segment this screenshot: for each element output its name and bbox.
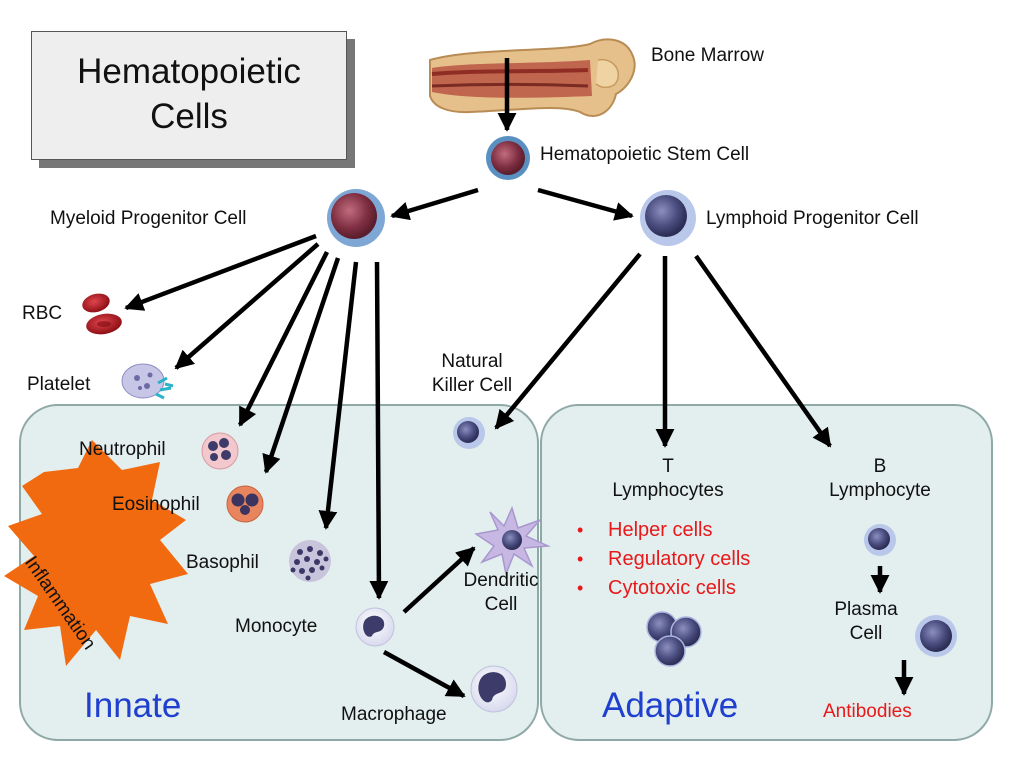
nk-label-line-1: Natural bbox=[441, 351, 503, 372]
adaptive-region bbox=[540, 404, 993, 741]
inflammation-starburst bbox=[4, 440, 188, 666]
rbc-label: RBC bbox=[22, 303, 63, 324]
dendritic-label: Dendritic Cell bbox=[446, 569, 556, 617]
arrow-monocyte-to-macrophage bbox=[382, 650, 466, 698]
myeloid-progenitor-graphic bbox=[327, 189, 385, 247]
adaptive-region-title: Adaptive bbox=[602, 686, 739, 725]
dendritic-cell-graphic bbox=[474, 505, 551, 577]
nk-cell-graphic bbox=[453, 417, 485, 449]
arrow-myeloid-to-neutrophil bbox=[237, 250, 330, 427]
platelet-label: Platelet bbox=[27, 374, 91, 395]
t-cells-graphic bbox=[646, 611, 702, 667]
eosinophil-label: Eosinophil bbox=[112, 494, 200, 515]
macrophage-label: Macrophage bbox=[341, 704, 447, 725]
stem-cell-graphic bbox=[486, 136, 530, 180]
basophil-label: Basophil bbox=[186, 552, 259, 573]
flow-arrows bbox=[124, 58, 914, 698]
arrow-monocyte-to-dendritic bbox=[402, 546, 476, 614]
arrow-myeloid-to-eosinophil bbox=[262, 257, 341, 474]
plasma-label-line-1: Plasma bbox=[834, 599, 898, 620]
title-line-1: Hematopoietic bbox=[77, 52, 301, 91]
arrow-lymphoid-to-b bbox=[694, 254, 832, 448]
list-item: Cytotoxic cells bbox=[573, 574, 750, 603]
bone-marrow-label: Bone Marrow bbox=[651, 45, 764, 66]
neutrophil-label: Neutrophil bbox=[79, 439, 166, 460]
arrow-myeloid-to-monocyte bbox=[369, 261, 389, 600]
plasma-label-line-2: Cell bbox=[849, 622, 883, 644]
page-title: Hematopoietic Cells bbox=[32, 50, 346, 140]
lymphoid-progenitor-graphic bbox=[640, 190, 696, 246]
basophil-graphic bbox=[289, 540, 331, 582]
arrow-lymphoid-to-nk bbox=[494, 252, 642, 430]
b-label-line-2: Lymphocyte bbox=[829, 479, 931, 501]
dendritic-label-line-1: Dendritic bbox=[463, 570, 539, 591]
list-item: Helper cells bbox=[573, 516, 750, 545]
antibodies-label: Antibodies bbox=[823, 701, 912, 722]
plasma-cell-graphic bbox=[915, 615, 957, 657]
arrow-myeloid-to-rbc bbox=[124, 233, 317, 311]
nk-label-line-2: Killer Cell bbox=[431, 374, 513, 396]
macrophage-graphic bbox=[470, 665, 518, 713]
eosinophil-graphic bbox=[226, 485, 264, 523]
nk-label: Natural Killer Cell bbox=[412, 350, 532, 398]
title-line-2: Cells bbox=[150, 96, 228, 136]
arrow-myeloid-to-basophil bbox=[318, 261, 359, 530]
platelet-graphic bbox=[121, 363, 174, 400]
bone-marrow-illustration bbox=[429, 38, 636, 117]
rbc-graphic bbox=[82, 293, 122, 335]
b-lymphocyte-label: B Lymphocyte bbox=[805, 455, 955, 503]
arrow-myeloid-to-platelet bbox=[174, 242, 320, 370]
monocyte-label: Monocyte bbox=[235, 616, 318, 637]
b-lymphocyte-graphic bbox=[864, 524, 896, 556]
list-item: Regulatory cells bbox=[573, 545, 750, 574]
dendritic-label-line-2: Cell bbox=[484, 593, 518, 615]
lymphoid-label: Lymphoid Progenitor Cell bbox=[706, 208, 919, 229]
monocyte-graphic bbox=[355, 607, 395, 647]
t-label-line-1: T bbox=[662, 456, 674, 477]
t-cell-types-list: Helper cells Regulatory cells Cytotoxic … bbox=[573, 516, 750, 603]
b-label-line-1: B bbox=[873, 456, 887, 477]
stem-cell-label: Hematopoietic Stem Cell bbox=[540, 144, 750, 165]
arrow-stem-to-lymphoid bbox=[537, 187, 634, 221]
myeloid-label: Myeloid Progenitor Cell bbox=[50, 208, 247, 229]
arrow-stem-to-myeloid bbox=[390, 187, 479, 221]
innate-region-title: Innate bbox=[84, 686, 182, 725]
t-label-line-2: Lymphocytes bbox=[612, 479, 724, 501]
neutrophil-graphic bbox=[201, 432, 239, 470]
plasma-cell-label: Plasma Cell bbox=[826, 598, 906, 646]
title-box: Hematopoietic Cells bbox=[31, 31, 347, 160]
t-lymphocytes-label: T Lymphocytes bbox=[588, 455, 748, 503]
